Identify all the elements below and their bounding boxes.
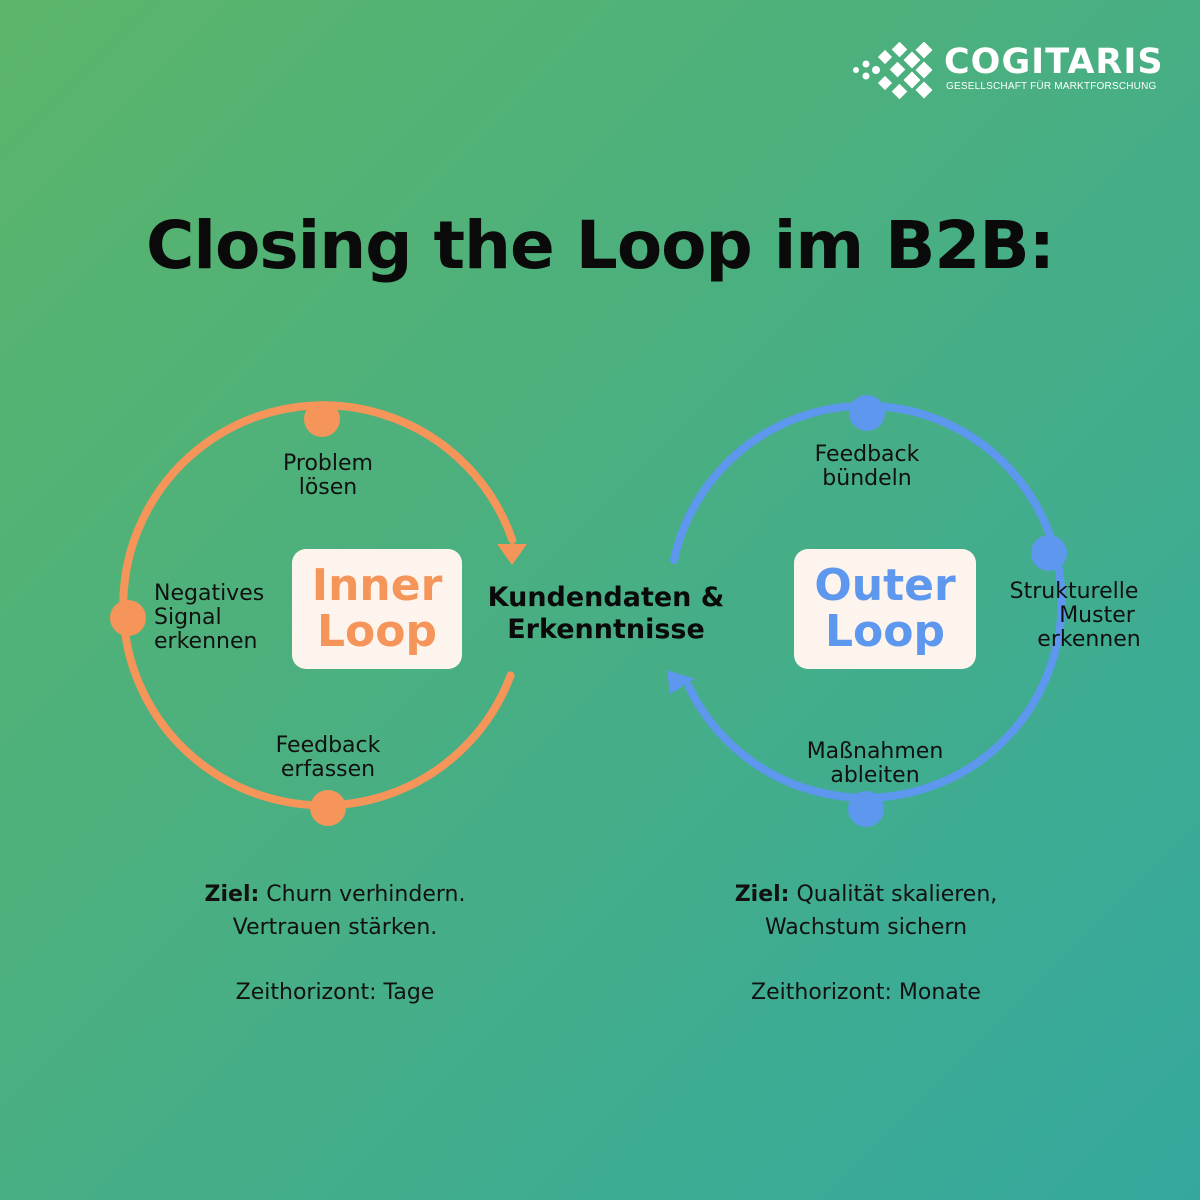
inner-step-problem-loesen: Problem lösen <box>283 451 373 500</box>
inner-loop-horizon: Zeithorizont: Tage <box>235 980 435 1005</box>
inner-loop-node-bottom <box>310 790 346 826</box>
outer-goal-text-1: Qualität skalieren, <box>796 882 998 907</box>
logo-subtitle: GESELLSCHAFT FÜR MARKTFORSCHUNG <box>946 81 1157 92</box>
cogitaris-logo: COGITARIS GESELLSCHAFT FÜR MARKTFORSCHUN… <box>852 40 1164 100</box>
outer-loop-horizon: Zeithorizont: Monate <box>751 980 981 1005</box>
outer-loop-node-top <box>849 395 885 431</box>
outer-step-muster-erkennen: Strukturelle Muster erkennen <box>1009 579 1141 652</box>
outer-step-feedback-buendeln: Feedback bündeln <box>814 442 920 491</box>
center-label: Kundendaten & Erkenntnisse <box>487 582 725 645</box>
outer-loop-card: Outer Loop <box>794 549 976 669</box>
outer-loop-node-right <box>1031 535 1067 571</box>
outer-goal-text-2: Wachstum sichern <box>764 915 968 940</box>
inner-loop-node-top <box>304 401 340 437</box>
inner-goal-text-1: Churn verhindern. <box>266 882 466 907</box>
outer-loop-arrowhead <box>667 670 695 694</box>
inner-loop-card: Inner Loop <box>292 549 462 669</box>
inner-loop-arrowhead <box>497 544 527 565</box>
logo-name: COGITARIS <box>944 42 1164 82</box>
outer-step-massnahmen-ableiten: Maßnahmen ableiten <box>806 739 944 788</box>
inner-goal-text-2: Vertrauen stärken. <box>232 915 438 940</box>
inner-loop-goal: Ziel: Churn verhindern. Vertrauen stärke… <box>150 878 520 944</box>
inner-step-signal-erkennen: Negatives Signal erkennen <box>154 581 265 654</box>
inner-goal-label: Ziel: <box>204 882 260 907</box>
outer-loop-goal: Ziel: Qualität skalieren, Wachstum siche… <box>680 878 1052 944</box>
outer-loop-node-bottom <box>848 791 884 827</box>
outer-goal-label: Ziel: <box>734 882 790 907</box>
page-title: Closing the Loop im B2B: <box>145 207 1055 284</box>
logo-mark-icon <box>853 42 933 100</box>
outer-loop-ring <box>670 401 1066 802</box>
inner-step-feedback-erfassen: Feedback erfassen <box>275 733 381 782</box>
inner-loop-node-left <box>110 600 146 636</box>
